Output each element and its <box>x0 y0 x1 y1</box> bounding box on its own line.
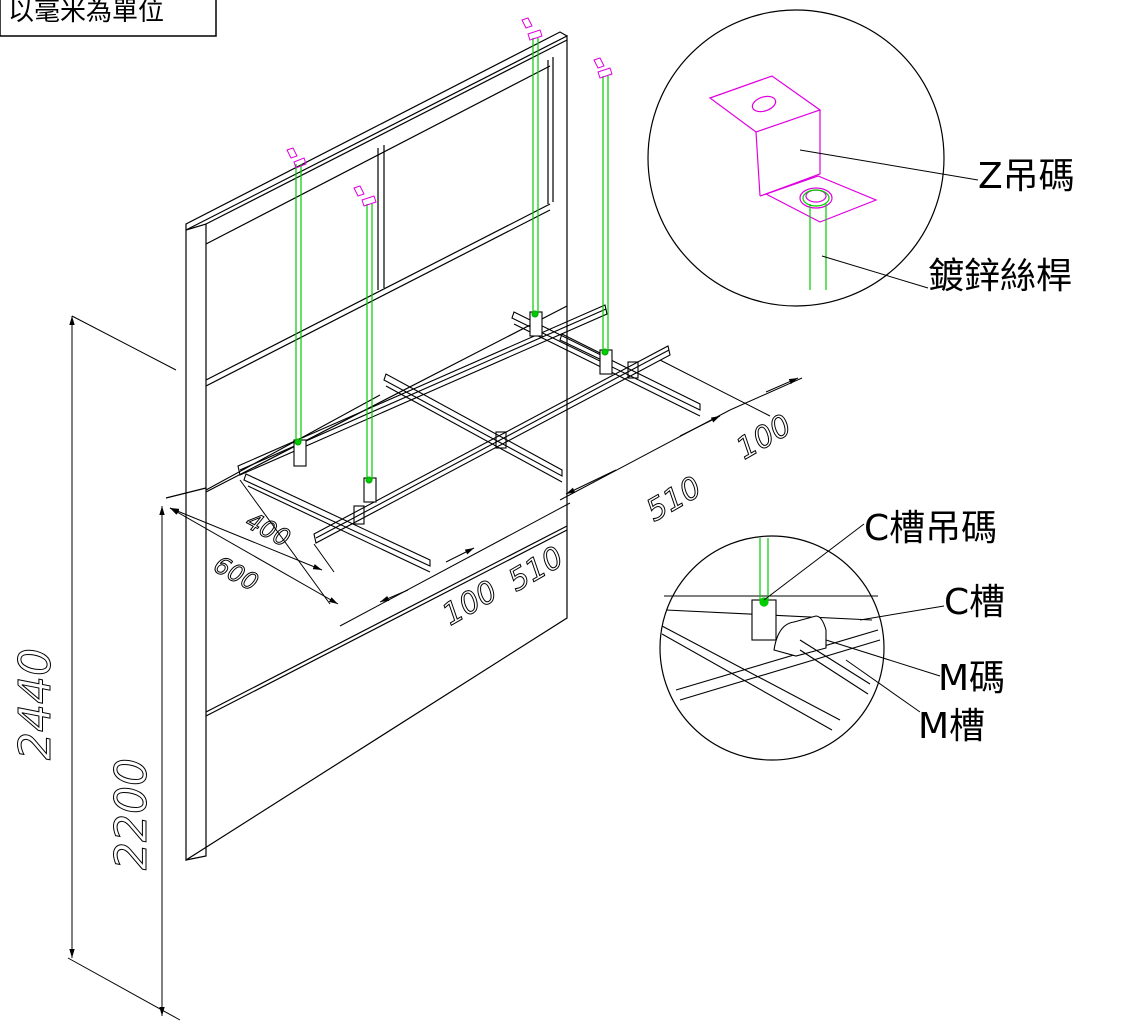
label-c-channel-hanger: C槽吊碼 <box>864 508 997 549</box>
dim-2200: 2200 <box>106 758 157 870</box>
dim-510-back: 510 <box>641 470 708 529</box>
detail-channel-junction <box>659 523 945 761</box>
detail-z-hanger <box>647 9 979 307</box>
unit-note-text: 以毫米為單位 <box>8 0 164 27</box>
threaded-rods <box>295 38 609 480</box>
label-m-channel: M槽 <box>918 706 985 747</box>
z-hangers <box>286 17 613 207</box>
label-c-channel: C槽 <box>944 582 1005 623</box>
label-z-hanger: Z吊碼 <box>978 156 1075 197</box>
unit-note: 以毫米為單位 <box>0 0 217 37</box>
rod-nuts <box>294 310 609 484</box>
ceiling-grid <box>205 304 701 573</box>
label-m-clip: M碼 <box>938 658 1005 699</box>
dimension-lines <box>67 315 803 1021</box>
dim-2440: 2440 <box>10 648 61 760</box>
wall-panel <box>165 31 568 862</box>
dim-100-back: 100 <box>731 408 798 467</box>
label-threaded-rod: 鍍鋅絲桿 <box>928 256 1072 297</box>
